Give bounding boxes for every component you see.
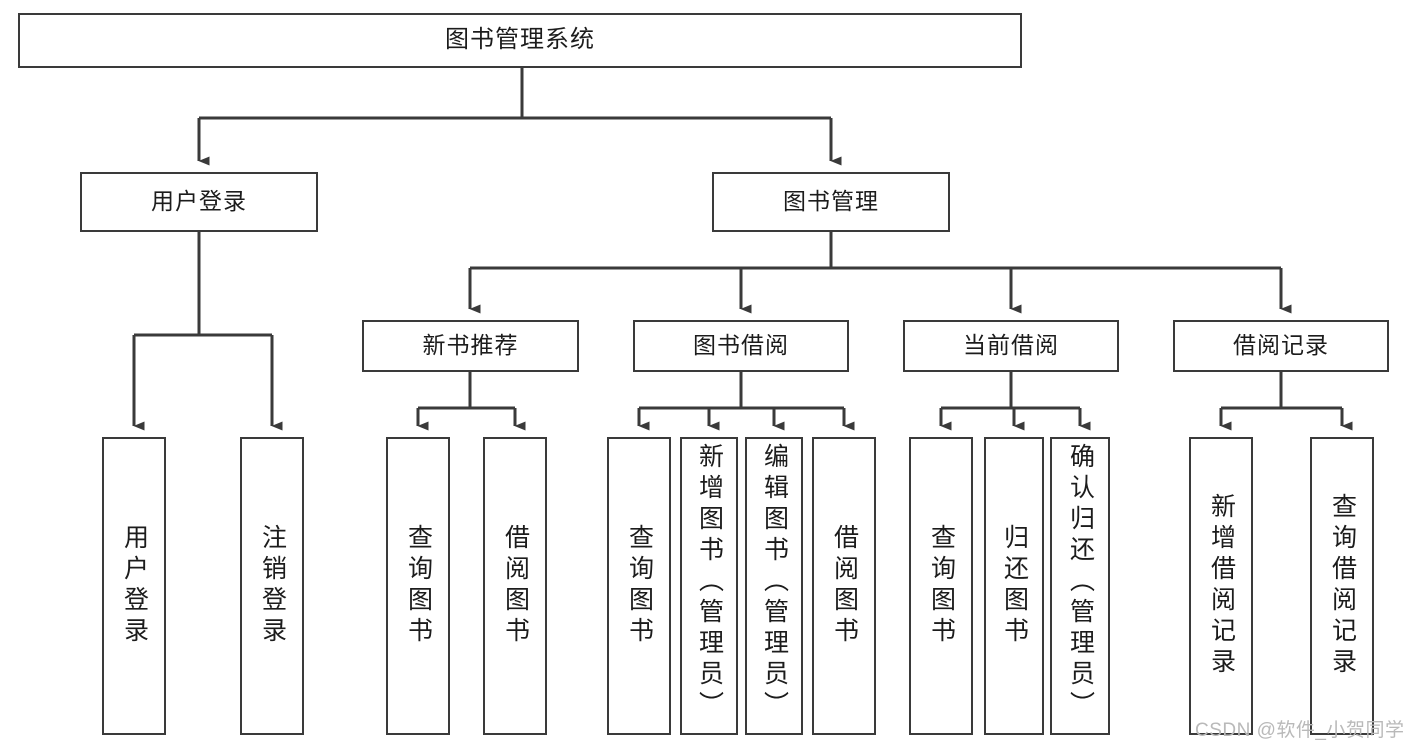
leaf-current-confirm-return-admin[interactable]: 确认归还（管理员） [1050, 437, 1110, 735]
leaf-label: 编辑图书（管理员） [760, 443, 789, 722]
leaf-label: 借阅图书 [501, 524, 530, 648]
node-borrowing-record[interactable]: 借阅记录 [1173, 320, 1389, 372]
leaf-label: 查询图书 [625, 524, 654, 648]
leaf-borrow-edit-book-admin[interactable]: 编辑图书（管理员） [745, 437, 803, 735]
node-root-system[interactable]: 图书管理系统 [18, 13, 1022, 68]
leaf-recommend-query-book[interactable]: 查询图书 [386, 437, 450, 735]
leaf-label: 新增图书（管理员） [695, 443, 724, 722]
leaf-label: 借阅图书 [830, 524, 859, 648]
leaf-label: 确认归还（管理员） [1066, 443, 1095, 722]
leaf-label: 用户登录 [120, 524, 149, 648]
leaf-user-login[interactable]: 用户登录 [102, 437, 166, 735]
leaf-borrow-query-book[interactable]: 查询图书 [607, 437, 671, 735]
node-book-management[interactable]: 图书管理 [712, 172, 950, 232]
leaf-recommend-borrow-book[interactable]: 借阅图书 [483, 437, 547, 735]
leaf-label: 归还图书 [1000, 524, 1029, 648]
leaf-current-return-book[interactable]: 归还图书 [984, 437, 1044, 735]
csdn-watermark: CSDN @软件_小贺同学 [1195, 720, 1405, 741]
node-current-borrowing[interactable]: 当前借阅 [903, 320, 1119, 372]
leaf-label: 查询图书 [927, 524, 956, 648]
node-user-login[interactable]: 用户登录 [80, 172, 318, 232]
leaf-record-query-borrow-record[interactable]: 查询借阅记录 [1310, 437, 1374, 735]
leaf-borrow-borrow-book[interactable]: 借阅图书 [812, 437, 876, 735]
leaf-label: 查询图书 [404, 524, 433, 648]
leaf-label: 注销登录 [258, 524, 287, 648]
leaf-current-query-book[interactable]: 查询图书 [909, 437, 973, 735]
leaf-label: 新增借阅记录 [1207, 493, 1236, 679]
leaf-user-logout[interactable]: 注销登录 [240, 437, 304, 735]
leaf-borrow-add-book-admin[interactable]: 新增图书（管理员） [680, 437, 738, 735]
leaf-label: 查询借阅记录 [1328, 493, 1357, 679]
leaf-record-add-borrow-record[interactable]: 新增借阅记录 [1189, 437, 1253, 735]
node-new-book-recommendation[interactable]: 新书推荐 [362, 320, 579, 372]
node-book-borrowing[interactable]: 图书借阅 [633, 320, 849, 372]
